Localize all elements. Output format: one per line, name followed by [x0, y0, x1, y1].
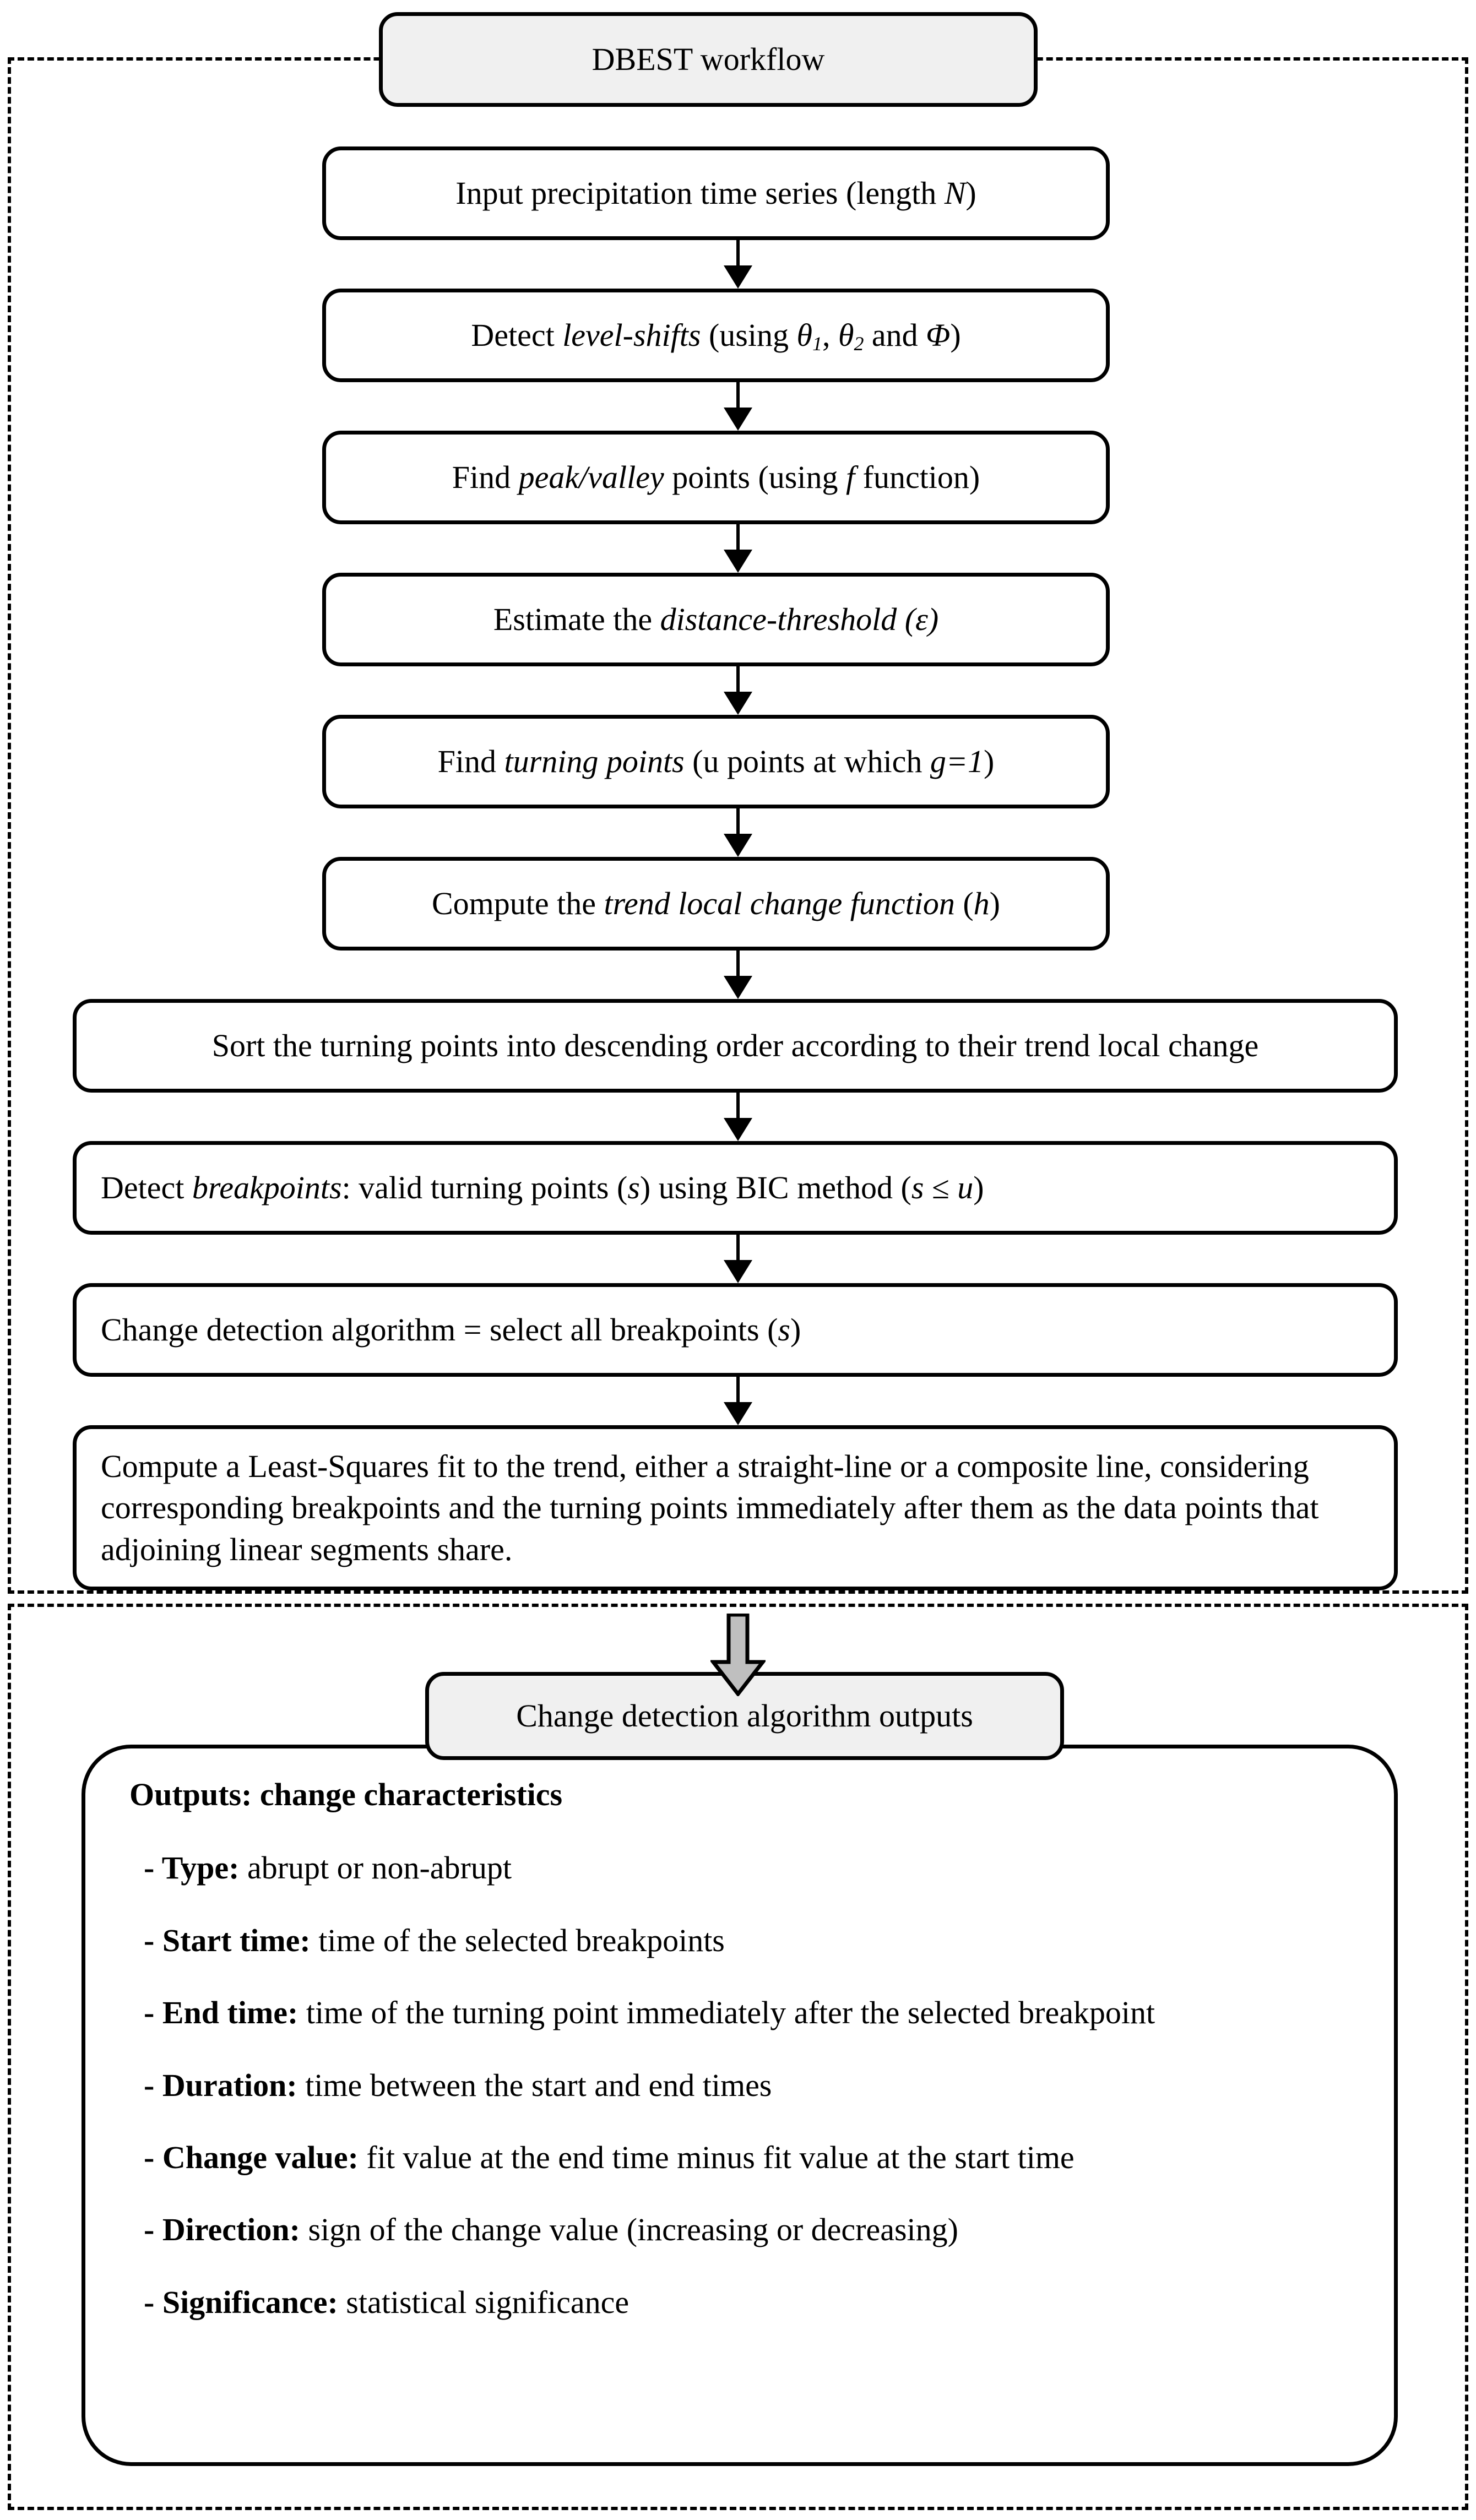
outputs-section-header: Change detection algorithm outputs	[425, 1672, 1064, 1760]
step-detect-level-shifts: Detect level-shifts (using θ1, θ2 and Φ)	[322, 289, 1110, 382]
output-desc: statistical significance	[338, 2284, 630, 2320]
step-label: Estimate the distance-threshold (ε)	[493, 601, 939, 638]
outputs-region-boundary	[8, 1604, 1468, 2510]
connector-arrowhead	[724, 692, 752, 715]
output-label: - Duration:	[144, 2067, 297, 2103]
step-label: Find turning points (u points at which g…	[437, 743, 995, 780]
connector-arrowhead	[724, 1118, 752, 1141]
output-desc: time of the selected breakpoints	[310, 1922, 725, 1958]
step-label: Change detection algorithm = select all …	[101, 1312, 801, 1348]
step-estimate-distance-threshold: Estimate the distance-threshold (ε)	[322, 573, 1110, 666]
output-item-end-time: - End time: time of the turning point im…	[144, 1992, 1372, 2033]
output-item-start-time: - Start time: time of the selected break…	[144, 1920, 1372, 1961]
connector-line	[736, 666, 740, 699]
connector-arrowhead	[724, 1402, 752, 1425]
output-label: - Start time:	[144, 1922, 311, 1958]
step-label: Compute a Least-Squares fit to the trend…	[101, 1448, 1319, 1567]
connector-arrowhead	[724, 834, 752, 857]
step-sort-turning-points: Sort the turning points into descending …	[73, 999, 1398, 1093]
step-label: Sort the turning points into descending …	[211, 1028, 1259, 1064]
output-item-type: - Type: abrupt or non-abrupt	[144, 1847, 1372, 1888]
output-desc: abrupt or non-abrupt	[239, 1850, 512, 1886]
connector-arrowhead	[724, 976, 752, 999]
connector-line	[736, 382, 740, 415]
output-item-duration: - Duration: time between the start and e…	[144, 2065, 1372, 2106]
output-desc: fit value at the end time minus fit valu…	[358, 2139, 1075, 2175]
connector-line	[736, 808, 740, 841]
outputs-heading: Outputs: change characteristics	[129, 1777, 563, 1812]
output-label: - End time:	[144, 1995, 299, 2031]
connector-arrowhead	[724, 265, 752, 289]
output-item-change-value: - Change value: fit value at the end tim…	[144, 2137, 1372, 2178]
step-select-all-breakpoints: Change detection algorithm = select all …	[73, 1283, 1398, 1377]
output-desc: time between the start and end times	[297, 2067, 772, 2103]
workflow-section-title: DBEST workflow	[592, 41, 825, 78]
connector-arrowhead	[724, 1260, 752, 1283]
step-detect-breakpoints: Detect breakpoints: valid turning points…	[73, 1141, 1398, 1235]
step-label: Compute the trend local change function …	[432, 886, 1000, 922]
output-label: - Direction:	[144, 2212, 300, 2248]
outputs-panel: Outputs: change characteristics - Type: …	[82, 1745, 1398, 2466]
workflow-section-header: DBEST workflow	[379, 12, 1038, 107]
connector-line	[736, 240, 740, 273]
section-transition-arrow-icon	[710, 1614, 766, 1696]
connector-line	[736, 1377, 740, 1410]
output-item-significance: - Significance: statistical significance	[144, 2282, 1372, 2323]
connector-line	[736, 1093, 740, 1126]
connector-arrowhead	[724, 408, 752, 431]
step-label: Detect breakpoints: valid turning points…	[101, 1170, 984, 1206]
outputs-list: Outputs: change characteristics - Type: …	[120, 1774, 1372, 2323]
step-label: Find peak/valley points (using f functio…	[452, 459, 980, 496]
step-find-peak-valley-points: Find peak/valley points (using f functio…	[322, 431, 1110, 524]
output-label: - Change value:	[144, 2139, 359, 2175]
connector-line	[736, 524, 740, 557]
step-label: Input precipitation time series (length …	[455, 175, 976, 211]
step-find-turning-points: Find turning points (u points at which g…	[322, 715, 1110, 808]
connector-arrowhead	[724, 550, 752, 573]
step-compute-trend-local-change: Compute the trend local change function …	[322, 857, 1110, 951]
output-item-direction: - Direction: sign of the change value (i…	[144, 2209, 1372, 2250]
output-desc: sign of the change value (increasing or …	[300, 2212, 958, 2248]
output-desc: time of the turning point immediately af…	[298, 1995, 1155, 2031]
output-label: - Significance:	[144, 2284, 338, 2320]
connector-line	[736, 1235, 740, 1268]
output-label: - Type:	[144, 1850, 240, 1886]
step-label: Detect level-shifts (using θ1, θ2 and Φ)	[471, 317, 961, 355]
step-compute-least-squares-fit: Compute a Least-Squares fit to the trend…	[73, 1425, 1398, 1590]
connector-line	[736, 951, 740, 984]
step-input-precipitation: Input precipitation time series (length …	[322, 146, 1110, 240]
outputs-section-title: Change detection algorithm outputs	[516, 1698, 973, 1734]
